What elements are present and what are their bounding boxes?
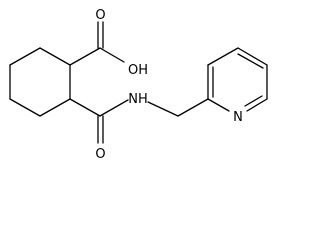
acid-carbon-bond (69, 47, 101, 66)
linker-bond (177, 98, 209, 117)
pyridine-ring: N (207, 47, 268, 125)
amide-nh-label: NH (128, 92, 148, 107)
ring-bond (9, 98, 41, 117)
ring-bond (246, 98, 268, 112)
pyridine-nitrogen-label: N (233, 110, 243, 125)
ring-bond (207, 98, 230, 112)
carboxylic-acid-group: O OH (69, 8, 148, 78)
amide-oxygen-label: O (95, 147, 105, 162)
methylene-linker (147, 98, 209, 117)
ring-bond (237, 47, 268, 66)
ring-bond (39, 98, 71, 117)
hydroxyl-label: OH (128, 63, 148, 78)
ring-bond (39, 47, 71, 66)
acid-hydroxyl-bond (99, 47, 125, 63)
carbonyl-oxygen-label: O (95, 8, 105, 23)
ring-bond (9, 47, 41, 66)
amide-group: O NH (69, 92, 148, 162)
cyclohexane-ring (9, 47, 71, 117)
amide-nitrogen-bond (99, 99, 129, 117)
ring-bond (237, 53, 264, 69)
structure-canvas: O OH O NH N (9, 8, 268, 162)
ring-bond (207, 47, 239, 66)
linker-bond (147, 101, 179, 117)
amide-carbon-bond (69, 98, 101, 117)
molecule-drawing: O OH O NH N (9, 8, 268, 162)
ring-bond (244, 95, 263, 107)
